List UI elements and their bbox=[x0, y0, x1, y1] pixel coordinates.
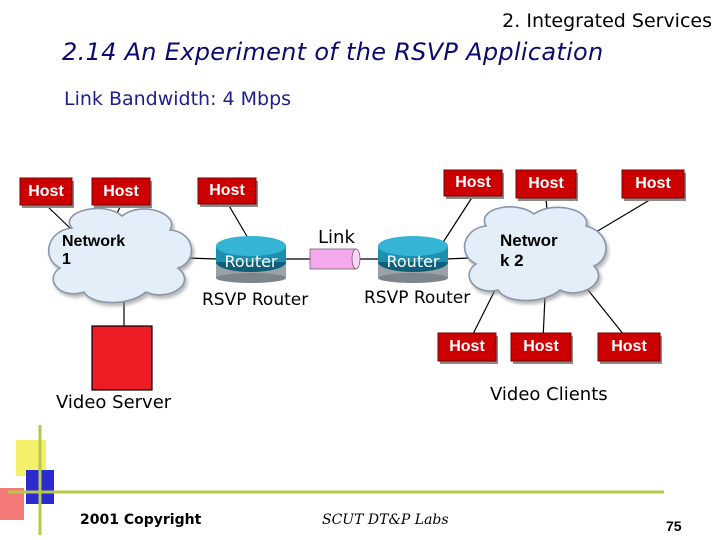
host-label: Host bbox=[528, 175, 564, 192]
network-2-label-line1: Networ bbox=[500, 231, 558, 250]
host-client-1: Host bbox=[437, 332, 498, 364]
rsvp-router-right-label: RSVP Router bbox=[364, 288, 471, 308]
host-client-2: Host bbox=[510, 332, 573, 364]
link-label: Link bbox=[318, 227, 355, 248]
router-left bbox=[216, 236, 286, 283]
network-2-cloud bbox=[463, 206, 607, 302]
network-1-label: Network 1 bbox=[62, 233, 125, 269]
network-1-label-line2: 1 bbox=[62, 251, 71, 268]
host-net1-right: Host bbox=[91, 177, 152, 208]
link-cylinder bbox=[309, 248, 361, 270]
router-right-label: Router bbox=[386, 252, 440, 271]
video-server-box bbox=[91, 325, 153, 391]
host-label: Host bbox=[635, 175, 671, 192]
footer-lab: SCUT DT&P Labs bbox=[322, 512, 449, 528]
network-2-label: Networ k 2 bbox=[500, 231, 558, 271]
host-net2-c: Host bbox=[621, 169, 686, 201]
rsvp-router-left-label: RSVP Router bbox=[202, 290, 309, 310]
host-label: Host bbox=[28, 183, 64, 200]
network-1-cloud bbox=[48, 207, 193, 304]
router-left-label: Router bbox=[224, 252, 278, 271]
host-net2-b: Host bbox=[515, 169, 578, 201]
router-right bbox=[378, 236, 448, 283]
host-label: Host bbox=[209, 182, 245, 199]
host-client-3: Host bbox=[597, 332, 662, 364]
host-label: Host bbox=[523, 338, 559, 355]
host-net1-left: Host bbox=[19, 177, 74, 208]
page-number: 75 bbox=[666, 518, 682, 534]
host-label: Host bbox=[455, 174, 491, 191]
link-bandwidth-label: Link Bandwidth: 4 Mbps bbox=[64, 88, 292, 110]
host-router-left: Host bbox=[197, 177, 258, 207]
host-label: Host bbox=[103, 183, 139, 200]
page-title: 2.14 An Experiment of the RSVP Applicati… bbox=[62, 38, 604, 66]
host-net2-a: Host bbox=[443, 169, 504, 199]
network-1-label-line1: Network bbox=[62, 233, 126, 250]
footer-copyright: 2001 Copyright bbox=[80, 512, 202, 528]
host-label: Host bbox=[611, 338, 647, 355]
network-2-label-line2: k 2 bbox=[500, 251, 524, 270]
host-label: Host bbox=[449, 338, 485, 355]
video-clients-caption: Video Clients bbox=[490, 384, 608, 405]
video-server-caption: Video Server bbox=[56, 392, 172, 413]
section-label: 2. Integrated Services bbox=[502, 10, 712, 32]
